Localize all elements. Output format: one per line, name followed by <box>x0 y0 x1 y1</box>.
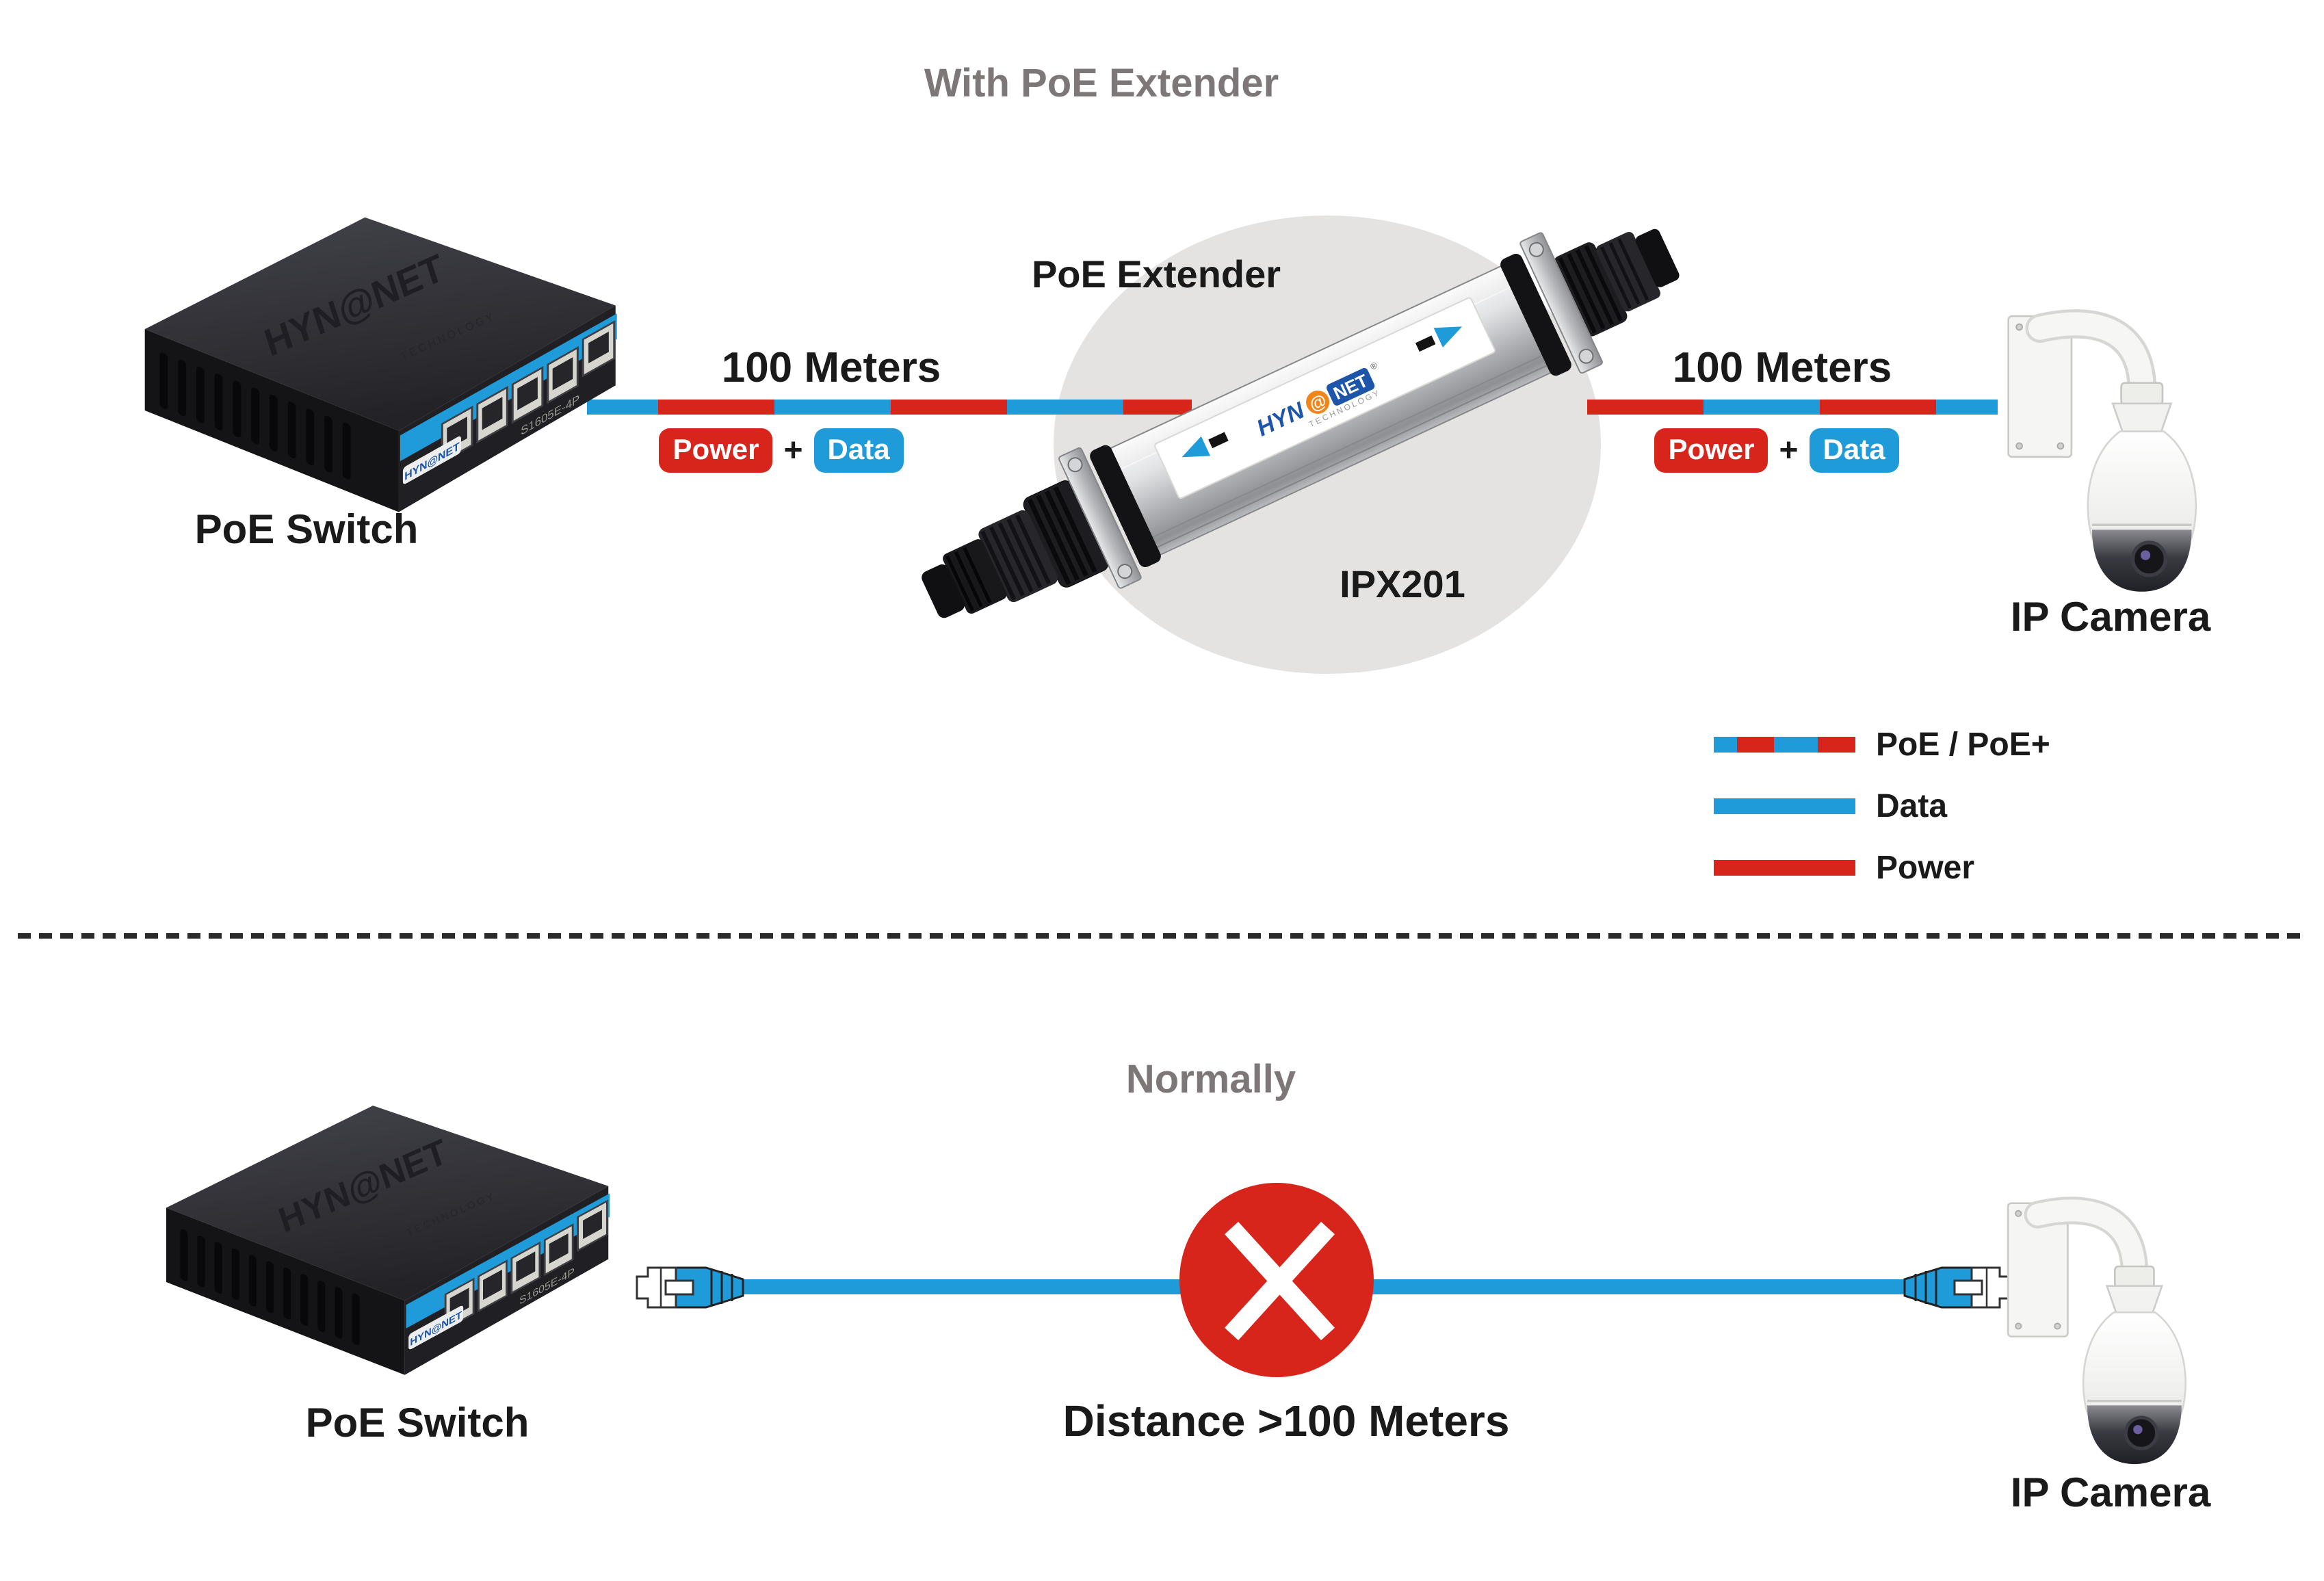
legend-label: PoE / PoE+ <box>1876 726 2050 763</box>
ip-camera-top <box>2009 316 2196 592</box>
legend-row-data: Data <box>1714 787 2050 825</box>
poe-switch-top-label: PoE Switch <box>194 506 419 552</box>
plus-sign: + <box>1779 432 1799 469</box>
top-section-title: With PoE Extender <box>924 61 1279 105</box>
left-distance-label: 100 Meters <box>721 344 941 391</box>
extender-arrow-left-icon <box>1177 432 1214 460</box>
plus-sign: + <box>783 432 803 469</box>
rj45-plug-left <box>636 1266 744 1309</box>
rj45-plug-right <box>1903 1266 2012 1309</box>
poe-stripe-swatch <box>1714 736 1855 753</box>
power-swatch <box>1714 859 1855 876</box>
poe-switch-bottom-label: PoE Switch <box>305 1400 530 1446</box>
right-distance-label: 100 Meters <box>1672 344 1892 391</box>
data-badge: Data <box>813 428 904 473</box>
data-badge: Data <box>1809 428 1899 473</box>
power-badge: Power <box>1654 428 1768 473</box>
distance-limit-label: Distance >100 Meters <box>1062 1396 1510 1446</box>
poe-switch-bottom: HYN@NET S1605E-4P HYN@NET TECHNOLOGY <box>166 1106 610 1375</box>
cable-legend: PoE / PoE+ Data Power <box>1714 725 2050 910</box>
poe-extender-label: PoE Extender <box>1031 252 1281 296</box>
legend-label: Power <box>1876 849 1975 886</box>
ip-camera-bottom <box>2008 1203 2186 1464</box>
left-cable-badges: Power + Data <box>610 428 952 473</box>
blocked-x-marker <box>1179 1183 1374 1377</box>
legend-row-power: Power <box>1714 848 2050 887</box>
poe-switch-top: HYN@NET S1605E-4P HYN@NET TECHNOLOGY <box>144 217 617 512</box>
cable-extender-to-camera <box>1587 400 1998 415</box>
bottom-section-title: Normally <box>1125 1057 1296 1101</box>
power-badge: Power <box>659 428 773 473</box>
extender-model-label: IPX201 <box>1340 562 1465 605</box>
section-divider <box>18 933 2306 939</box>
legend-row-poe: PoE / PoE+ <box>1714 725 2050 763</box>
right-cable-badges: Power + Data <box>1606 428 1948 473</box>
poe-extender-device: HYN @ NET ® TECHNOLOGY <box>922 228 1680 618</box>
legend-label: Data <box>1876 787 1948 824</box>
cable-switch-to-extender <box>587 400 1192 415</box>
ip-camera-top-label: IP Camera <box>2010 594 2211 640</box>
extender-arrow-right-icon <box>1430 324 1467 352</box>
data-swatch <box>1714 798 1855 814</box>
ip-camera-bottom-label: IP Camera <box>2010 1469 2211 1515</box>
